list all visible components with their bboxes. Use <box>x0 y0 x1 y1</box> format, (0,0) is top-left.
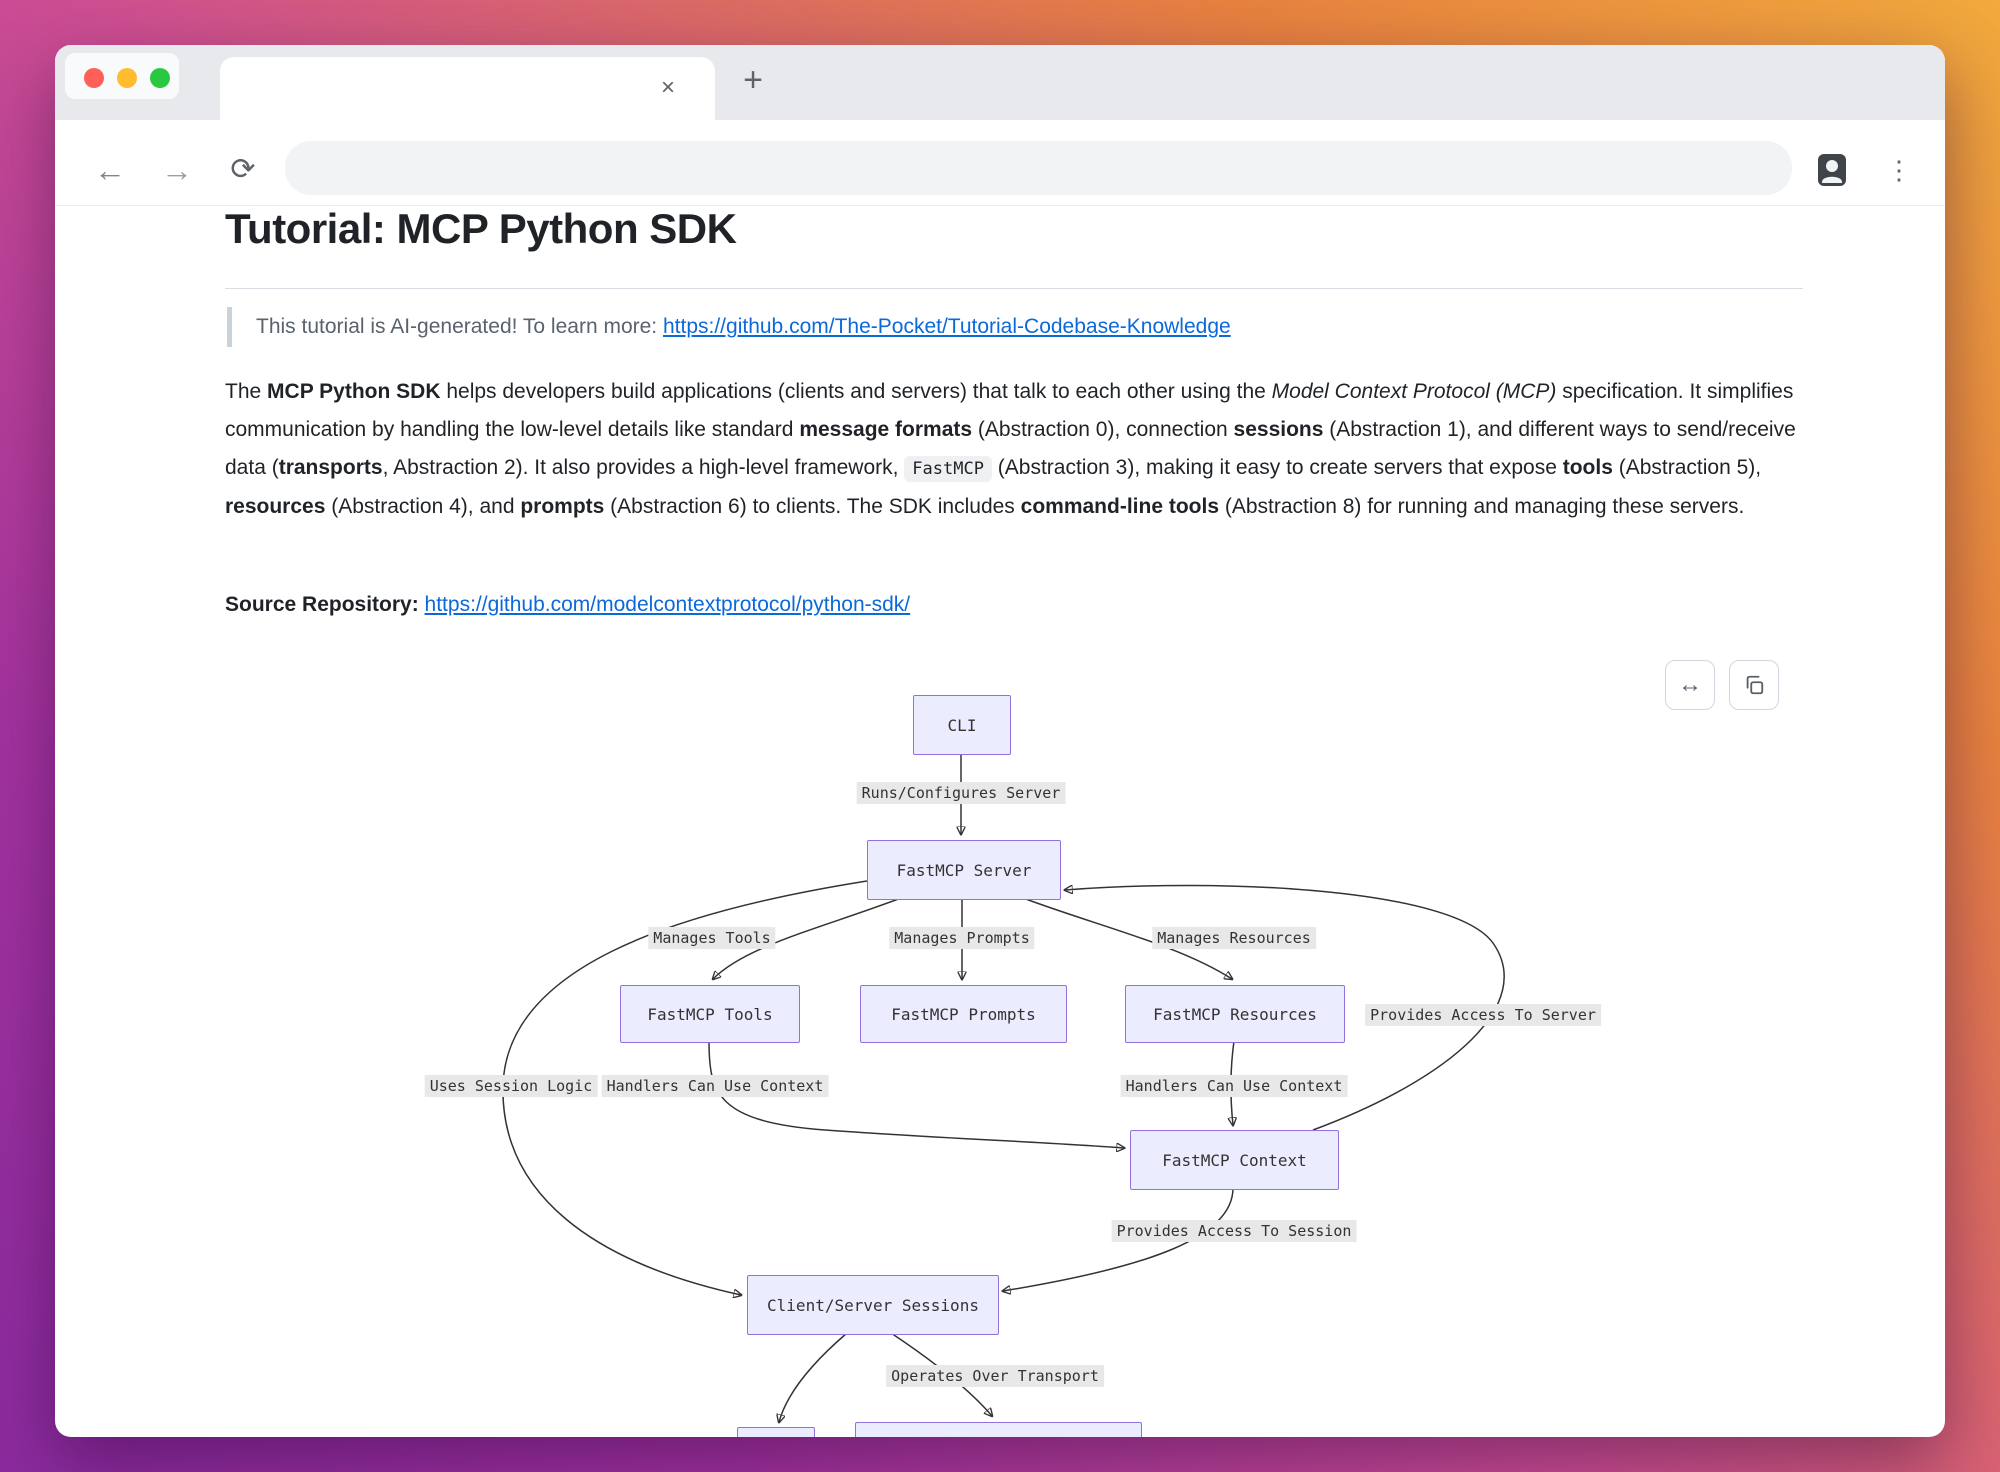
browser-window: × + ← → ⟳ ⋮ Tutorial: MCP Python SDK Thi… <box>55 45 1945 1437</box>
edge-label-provides-access-server: Provides Access To Server <box>1365 1004 1601 1026</box>
page-title: Tutorial: MCP Python SDK <box>225 205 737 252</box>
diagram-copy-button[interactable] <box>1729 660 1779 710</box>
edge-label-uses-session-logic: Uses Session Logic <box>424 1075 598 1097</box>
close-window-button[interactable] <box>84 68 104 88</box>
menu-icon[interactable]: ⋮ <box>1886 155 1912 185</box>
tab-close-icon[interactable]: × <box>660 74 675 101</box>
edge-label-provides-access-session: Provides Access To Session <box>1111 1220 1357 1242</box>
new-tab-button[interactable]: + <box>743 61 763 99</box>
tutorial-knowledge-link[interactable]: https://github.com/The-Pocket/Tutorial-C… <box>662 315 1231 338</box>
diagram-expand-button[interactable]: ↔ <box>1665 660 1715 710</box>
diagram-node-fastmcp-context: FastMCP Context <box>1130 1130 1339 1190</box>
back-icon[interactable]: ← <box>94 152 126 188</box>
forward-icon[interactable]: → <box>161 152 193 188</box>
browser-tab[interactable]: × <box>220 57 715 120</box>
ai-generated-note: This tutorial is AI-generated! To learn … <box>227 307 1231 347</box>
traffic-lights <box>65 53 179 99</box>
source-repository: Source Repository: https://github.com/mo… <box>225 593 910 617</box>
profile-icon[interactable] <box>1811 149 1853 191</box>
diagram-node-fastmcp-server: FastMCP Server <box>867 840 1061 900</box>
inline-code-fastmcp: FastMCP <box>904 456 992 482</box>
intro-paragraph: The MCP Python SDK helps developers buil… <box>225 380 1796 518</box>
edge-label-operates-transport: Operates Over Transport <box>886 1365 1104 1387</box>
diagram-node-fastmcp-prompts: FastMCP Prompts <box>860 985 1067 1043</box>
copy-icon <box>1746 675 1764 695</box>
browser-toolbar: ← → ⟳ ⋮ <box>55 120 1945 206</box>
address-bar[interactable] <box>285 141 1792 195</box>
source-repository-link[interactable]: https://github.com/modelcontextprotocol/… <box>424 593 911 616</box>
note-text: This tutorial is AI-generated! To learn … <box>256 315 663 338</box>
zoom-window-button[interactable] <box>150 68 170 88</box>
edge-label-handlers-context-left: Handlers Can Use Context <box>601 1075 829 1097</box>
expand-icon: ↔ <box>1678 671 1702 698</box>
edge-label-manages-prompts: Manages Prompts <box>889 927 1035 949</box>
diagram-node-cli: CLI <box>913 695 1011 755</box>
diagram-node-fastmcp-tools: FastMCP Tools <box>620 985 800 1043</box>
edge-sessions-bottomleft <box>779 1332 848 1422</box>
divider <box>225 288 1803 289</box>
edge-label-runs-configures: Runs/Configures Server <box>856 782 1066 804</box>
edge-label-handlers-context-right: Handlers Can Use Context <box>1120 1075 1348 1097</box>
diagram-node-bottomleft-partial <box>737 1427 815 1437</box>
diagram-node-client-server-sessions: Client/Server Sessions <box>747 1275 999 1335</box>
diagram-node-fastmcp-resources: FastMCP Resources <box>1125 985 1345 1043</box>
edge-label-manages-tools: Manages Tools <box>648 927 776 949</box>
diagram-node-transport-partial <box>855 1422 1142 1437</box>
edge-label-manages-resources: Manages Resources <box>1152 927 1316 949</box>
minimize-window-button[interactable] <box>117 68 137 88</box>
tab-strip: × + <box>55 45 1945 120</box>
reload-icon[interactable]: ⟳ <box>230 153 256 186</box>
source-repository-label: Source Repository: <box>225 593 425 616</box>
